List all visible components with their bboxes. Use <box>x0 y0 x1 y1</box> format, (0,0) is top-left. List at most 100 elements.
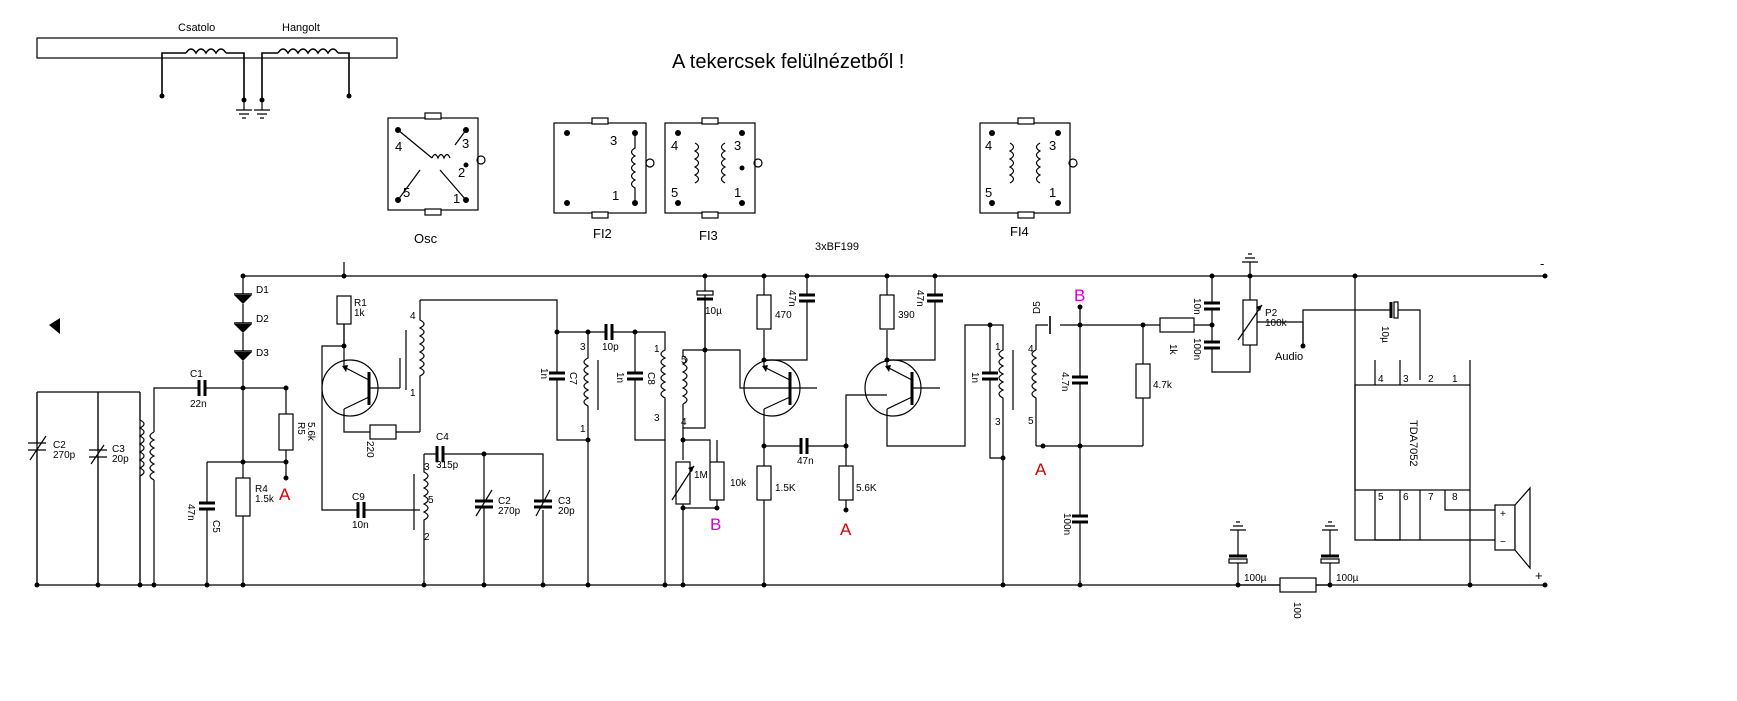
fi2-pin-3: 3 <box>610 133 617 148</box>
component-label: 1n <box>538 368 549 379</box>
component-label: C4 <box>436 432 449 443</box>
transistor-t3: 390 47n <box>845 273 990 447</box>
component-label: C3 <box>112 444 125 455</box>
component-label: R4 <box>255 484 268 495</box>
component-label: 5.6K <box>856 483 877 494</box>
page-title: A tekercsek felülnézetből ! <box>672 51 904 73</box>
component-label: 10µ <box>705 306 722 317</box>
component-label: D5 <box>1032 301 1043 314</box>
fi3-caption: FI3 <box>699 228 718 243</box>
component-label: 4 <box>1028 344 1034 355</box>
component-label: 1 <box>995 342 1001 353</box>
component-label: 3 <box>580 342 586 353</box>
component-label: C3 <box>558 496 571 507</box>
component-label: 390 <box>898 310 915 321</box>
top-coil-diagram: Csatolo Hangolt <box>36 22 398 119</box>
osc-pin-2: 2 <box>458 165 465 180</box>
fi4-pin-1: 1 <box>1049 185 1056 200</box>
tda7052-ic: TDA7052 4 3 2 1 5 6 7 8 + − <box>1352 273 1531 588</box>
component-label: 100n <box>1061 513 1072 535</box>
fi3-stage: 1n C8 1 3 5 4 10µ 1M 10k B <box>614 273 747 588</box>
negative-rail-label: - <box>1540 256 1544 271</box>
component-label: 20p <box>558 506 575 517</box>
component-label: 7 <box>1428 492 1434 503</box>
component-label: 47n <box>797 456 814 467</box>
component-label: D2 <box>256 314 269 325</box>
component-label: 100µ <box>1336 573 1359 584</box>
component-label: 47n <box>185 504 196 521</box>
component-label: 4 <box>1378 374 1384 385</box>
component-label: 20p <box>112 454 129 465</box>
fi3-pin-5: 5 <box>671 185 678 200</box>
component-label: 4.7k <box>1153 380 1173 391</box>
component-label: 5 <box>681 355 687 366</box>
component-label: 10k <box>730 478 747 489</box>
component-label: 1 <box>1452 374 1458 385</box>
component-label: R5 <box>295 422 306 435</box>
coil-view-fi3: 4 5 3 1 FI3 <box>664 117 763 243</box>
component-label: C2 <box>498 496 511 507</box>
component-label: R1 <box>354 298 367 309</box>
osc-coil: 4 1 C9 10n 3 5 2 C4 315p C2 270p C3 20p <box>352 299 575 588</box>
component-label: D3 <box>256 348 269 359</box>
coupling-coil-label: Csatolo <box>178 22 215 34</box>
positive-rail-label: + <box>1535 568 1543 583</box>
component-label: 1M <box>694 470 708 481</box>
component-label: 8 <box>1452 492 1458 503</box>
component-label: 3 <box>1403 374 1409 385</box>
component-label: 3 <box>424 462 430 473</box>
component-label: 100 <box>1291 602 1302 619</box>
component-label: 3 <box>654 413 660 424</box>
coil-view-osc: 4 3 2 5 1 Osc <box>387 112 486 246</box>
component-label: 315p <box>436 460 459 471</box>
transistor-t2: 470 47n 1.5K 47n 5.6K A <box>705 273 877 588</box>
fi4-pin-5: 5 <box>985 185 992 200</box>
fi2-pin-1: 1 <box>612 188 619 203</box>
marker-b-2: B <box>1074 286 1085 305</box>
component-label: 1 <box>654 344 660 355</box>
component-label: 100n <box>1191 338 1202 360</box>
fi4-caption: FI4 <box>1010 224 1029 239</box>
component-label: 3 <box>995 417 1001 428</box>
component-label: 270p <box>498 506 521 517</box>
component-label: 10n <box>1191 298 1202 315</box>
component-label: 1k <box>1167 344 1178 356</box>
component-label: 1 <box>410 388 416 399</box>
component-label: 1.5k <box>255 494 275 505</box>
marker-a-1: A <box>279 485 291 504</box>
fi4-stage: 1n 1 3 4 5 A D5 B 4.7n 100n 4.7k <box>49 253 1421 588</box>
component-label: 6 <box>1403 492 1409 503</box>
marker-b-1: B <box>710 515 721 534</box>
component-label: D1 <box>256 285 269 296</box>
coil-view-fi2: 3 1 FI2 <box>553 117 655 241</box>
component-label: 47n <box>786 290 797 307</box>
component-label: 470 <box>775 310 792 321</box>
fi2-stage: 1n C7 3 1 10p <box>538 324 635 588</box>
tuned-coil-label: Hangolt <box>282 22 320 34</box>
component-label: 47n <box>914 290 925 307</box>
antenna-tuning: C2 270p C3 20p <box>28 387 190 588</box>
fi3-pin-1: 1 <box>734 185 741 200</box>
component-label: 1n <box>614 372 625 383</box>
component-label: 5 <box>1028 416 1034 427</box>
fi3-pin-4: 4 <box>671 138 678 153</box>
fi2-caption: FI2 <box>593 226 612 241</box>
transistor-t1: R1 1k 220 <box>321 262 420 511</box>
component-label: 100µ <box>1244 573 1267 584</box>
osc-pin-3: 3 <box>462 136 469 151</box>
component-label: C2 <box>53 440 66 451</box>
component-label: 1n <box>969 372 980 383</box>
component-label: 1 <box>580 424 586 435</box>
osc-pin-1: 1 <box>453 191 460 206</box>
component-label: C1 <box>190 369 203 380</box>
fi4-pin-3: 3 <box>1049 138 1056 153</box>
audio-label: Audio <box>1275 351 1303 363</box>
component-label: 10n <box>352 520 369 531</box>
component-label: 270p <box>53 450 76 461</box>
coil-view-fi4: 4 5 3 1 FI4 <box>979 117 1078 239</box>
component-label: 5 <box>428 495 434 506</box>
fi3-pin-3: 3 <box>734 138 741 153</box>
svg-text:+: + <box>1500 509 1506 520</box>
marker-a-2: A <box>840 520 852 539</box>
